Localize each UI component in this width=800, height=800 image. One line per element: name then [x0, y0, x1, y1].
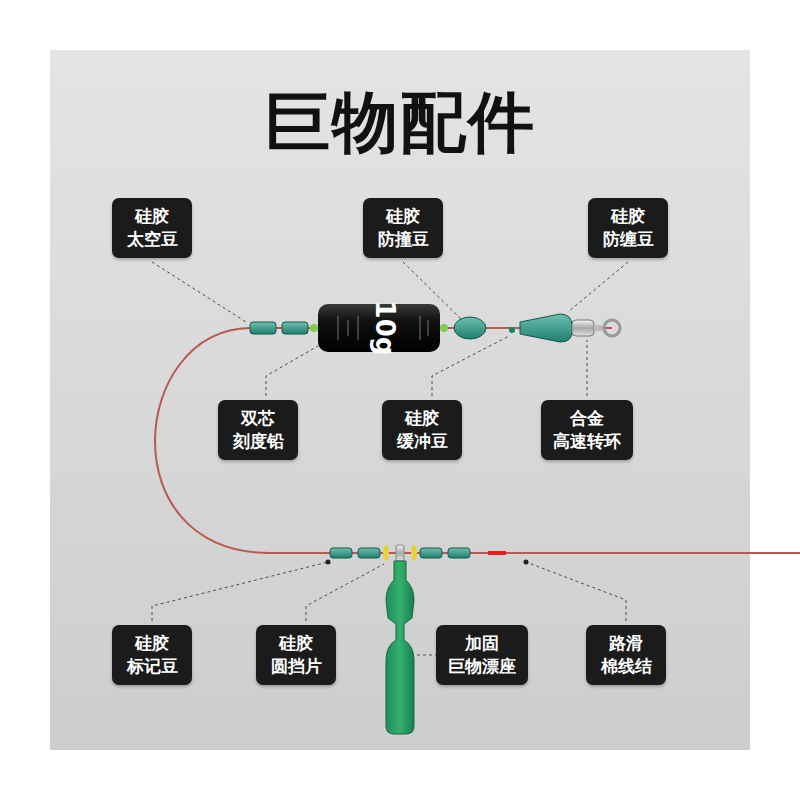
marker-bead — [330, 548, 352, 558]
label-text: 硅胶 — [382, 407, 462, 430]
label-text: 合金 — [541, 407, 633, 430]
label-box: 硅胶圆挡片 — [256, 625, 336, 685]
label-text: 刻度铅 — [218, 430, 298, 453]
label-box: 双芯刻度铅 — [218, 400, 298, 460]
label-text: 路滑 — [586, 632, 666, 655]
label-text: 硅胶 — [363, 205, 443, 228]
label-text: 硅胶 — [256, 632, 336, 655]
buffer-bead — [509, 327, 515, 333]
space-bead — [250, 322, 276, 334]
label-text: 双芯 — [218, 407, 298, 430]
label-box: 硅胶太空豆 — [112, 198, 192, 258]
label-box: 路滑棉线结 — [586, 625, 666, 685]
label-text: 标记豆 — [112, 655, 192, 678]
label-text: 巨物漂座 — [436, 655, 528, 678]
label-text: 加固 — [436, 632, 528, 655]
label-text: 棉线结 — [586, 655, 666, 678]
label-text: 防缠豆 — [588, 228, 668, 251]
label-box: 加固巨物漂座 — [436, 625, 528, 685]
label-text: 高速转环 — [541, 430, 633, 453]
leader-dot — [524, 560, 529, 565]
stopper-dot — [440, 324, 448, 332]
label-box: 合金高速转环 — [541, 400, 633, 460]
float-seat — [386, 561, 414, 734]
fishing-line — [155, 328, 800, 553]
marker-bead — [420, 548, 442, 558]
float-seat-head — [396, 545, 404, 561]
label-text: 硅胶 — [112, 205, 192, 228]
label-box: 硅胶防缠豆 — [588, 198, 668, 258]
label-box: 硅胶防撞豆 — [363, 198, 443, 258]
cotton-knot — [488, 551, 506, 555]
weight-label: 10g — [367, 296, 403, 360]
swivel — [594, 325, 602, 331]
title: 巨物配件 — [0, 78, 800, 168]
anti-tangle-bead — [520, 314, 572, 342]
swivel-ring — [604, 320, 620, 336]
label-box: 硅胶标记豆 — [112, 625, 192, 685]
anti-collision-bead — [454, 317, 486, 339]
label-text: 圆挡片 — [256, 655, 336, 678]
label-text: 太空豆 — [112, 228, 192, 251]
leader-dot — [326, 560, 331, 565]
label-text: 缓冲豆 — [382, 430, 462, 453]
marker-bead — [448, 548, 470, 558]
label-box: 硅胶缓冲豆 — [382, 400, 462, 460]
swivel — [572, 320, 594, 336]
marker-bead — [358, 548, 380, 558]
space-bead — [282, 322, 308, 334]
round-stopper — [383, 545, 389, 561]
stopper-dot — [310, 324, 318, 332]
label-text: 防撞豆 — [363, 228, 443, 251]
label-text: 硅胶 — [588, 205, 668, 228]
round-stopper — [411, 545, 417, 561]
label-text: 硅胶 — [112, 632, 192, 655]
